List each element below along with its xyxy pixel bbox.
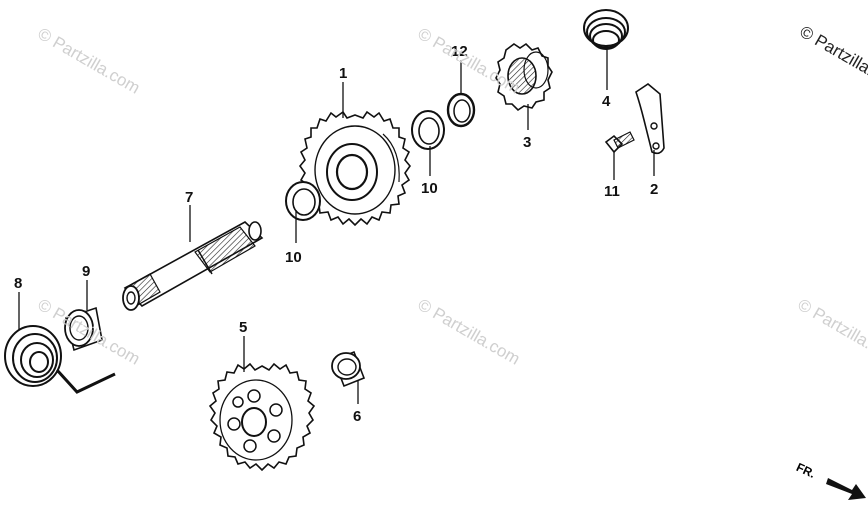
callout-11: 11 bbox=[604, 183, 620, 200]
part-4-spring bbox=[583, 9, 629, 50]
callout-12: 12 bbox=[451, 43, 468, 60]
callout-10-right: 10 bbox=[421, 180, 438, 197]
part-8-spring bbox=[4, 325, 116, 394]
part-1-gear bbox=[298, 110, 412, 227]
callout-10-left: 10 bbox=[285, 249, 302, 266]
part-9-collar bbox=[64, 306, 103, 352]
part-7-shaft bbox=[122, 221, 264, 311]
callout-7: 7 bbox=[185, 189, 193, 206]
part-5-gear bbox=[208, 362, 316, 472]
callout-5: 5 bbox=[239, 319, 247, 336]
callout-2: 2 bbox=[650, 181, 658, 198]
front-arrow-icon bbox=[826, 478, 866, 500]
part-3-ratchet bbox=[495, 42, 553, 112]
part-10-washer-left bbox=[285, 181, 321, 221]
part-10-washer-right bbox=[411, 110, 445, 150]
callout-1: 1 bbox=[339, 65, 347, 82]
part-11-bolt bbox=[604, 131, 635, 154]
callout-numbers: 1 7 8 9 10 10 12 3 4 11 2 5 6 bbox=[14, 43, 658, 425]
part-12-snap-ring bbox=[446, 92, 476, 128]
part-6-bushing bbox=[331, 350, 366, 388]
leader-lines bbox=[18, 46, 655, 404]
callout-3: 3 bbox=[523, 134, 531, 151]
callout-8: 8 bbox=[14, 275, 22, 292]
callout-4: 4 bbox=[602, 93, 611, 110]
callout-9: 9 bbox=[82, 263, 90, 280]
part-2-plate bbox=[635, 83, 665, 155]
callout-6: 6 bbox=[353, 408, 361, 425]
